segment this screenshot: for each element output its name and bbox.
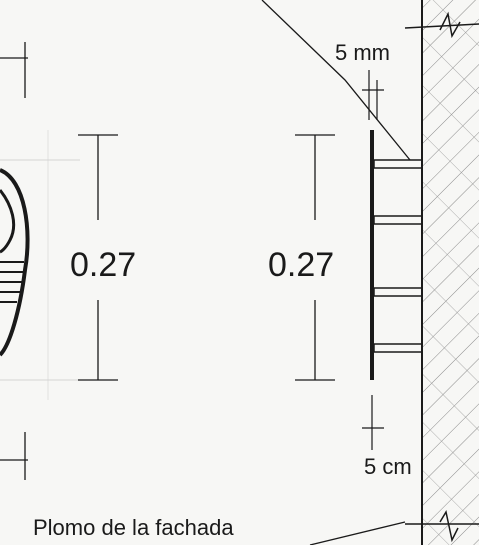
plate-gap-dimension: 5 mm — [335, 40, 390, 120]
sign-front-view — [0, 130, 80, 400]
facade-label: Plomo de la fachada — [33, 515, 234, 540]
height-dimension-left: 0.27 — [70, 134, 136, 381]
leader-line-top — [261, 0, 411, 161]
wall-section — [404, 0, 479, 545]
wall-gap-dimension: 5 cm — [362, 395, 423, 479]
wall-gap-label: 5 cm — [364, 454, 412, 479]
height-dimension-right: 0.27 — [268, 134, 335, 381]
plate-section — [370, 130, 423, 380]
height-label-right: 0.27 — [268, 246, 334, 284]
height-label-left: 0.27 — [70, 246, 136, 284]
facade-leader: Plomo de la fachada — [33, 515, 406, 545]
plate-gap-label: 5 mm — [335, 40, 390, 65]
outer-frame-dimension — [0, 42, 28, 480]
